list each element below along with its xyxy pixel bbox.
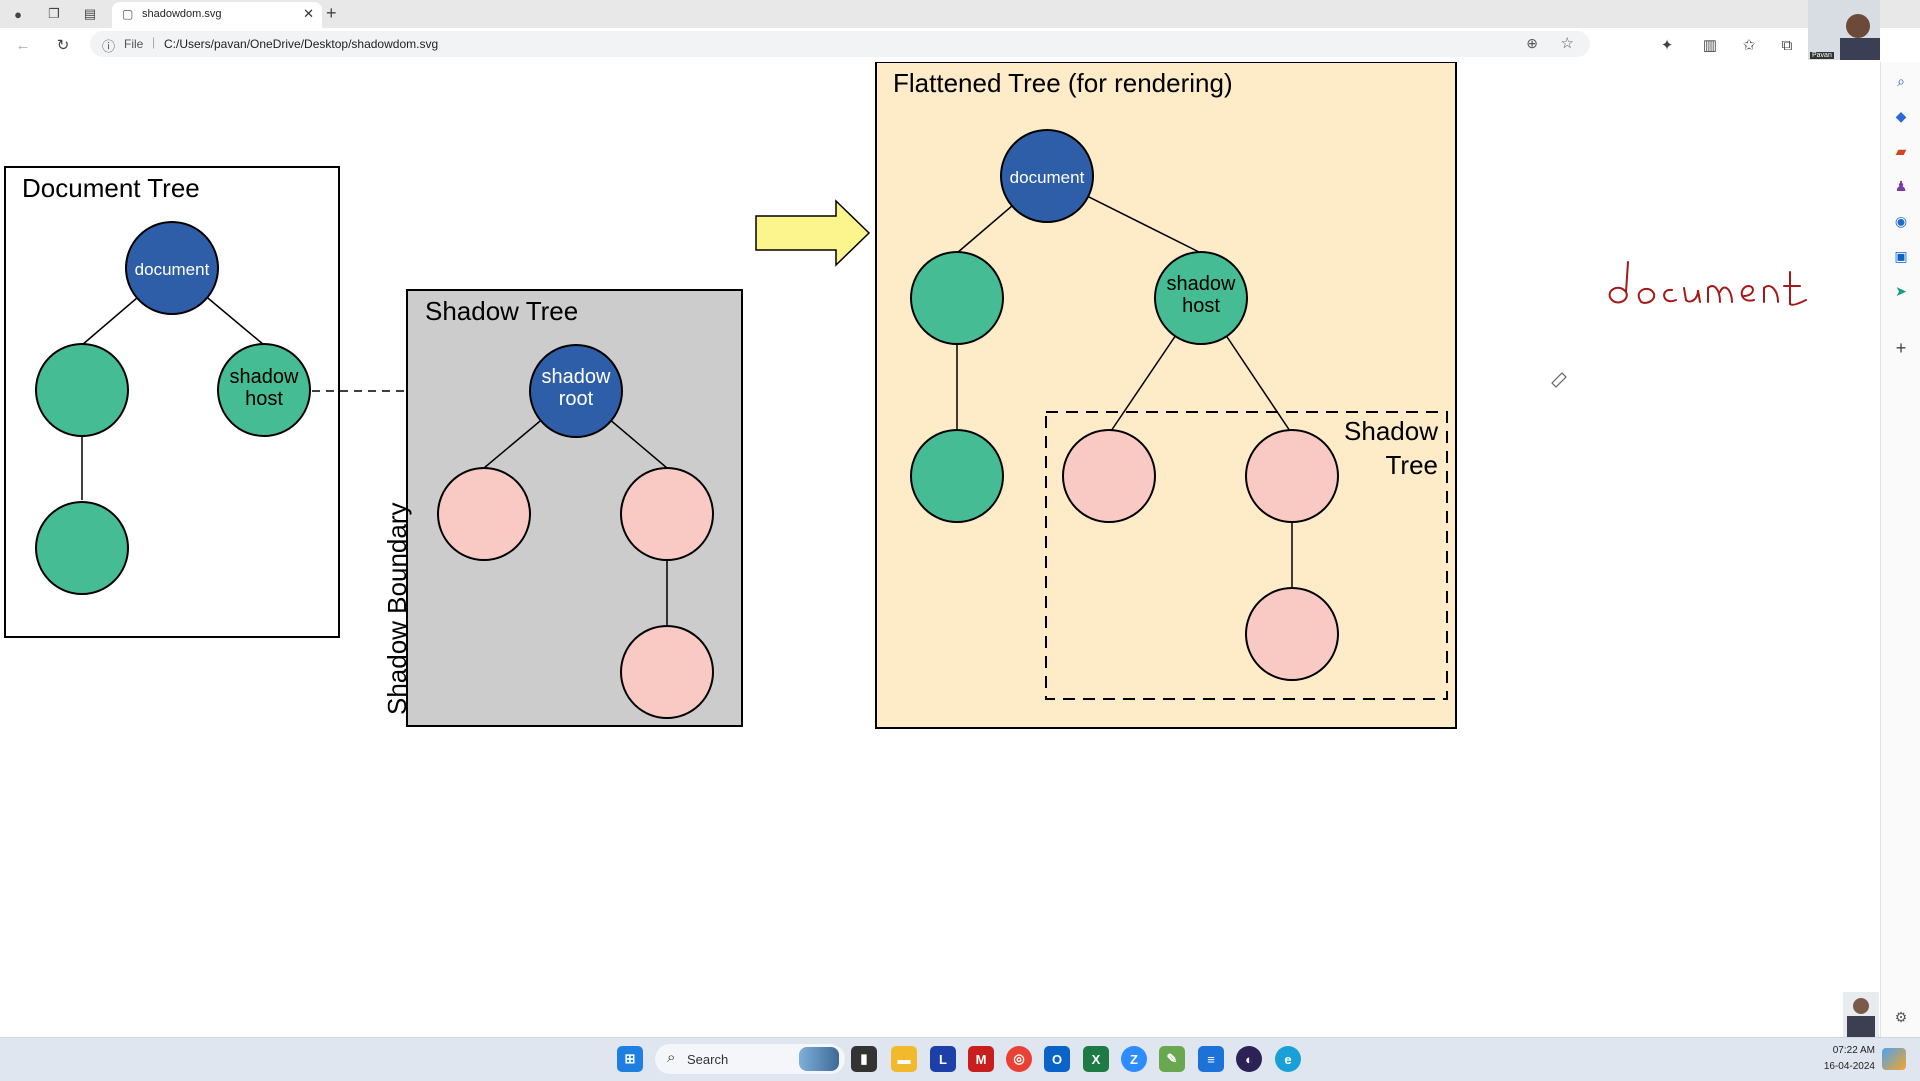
chrome-icon[interactable]: ◎ (1006, 1046, 1032, 1072)
info-icon[interactable]: ⓘ (102, 39, 116, 54)
zoom-app-icon[interactable]: Z (1121, 1046, 1147, 1072)
flattened-element-node (910, 251, 1004, 345)
flattened-shadow-host-node (1154, 251, 1248, 345)
excel-icon[interactable]: X (1083, 1046, 1109, 1072)
flattened-document-node (1000, 129, 1094, 223)
search-icon[interactable]: ⌕ (1897, 72, 1905, 89)
tools-icon[interactable]: ▰ (1895, 142, 1907, 159)
notification-icon[interactable] (1882, 1048, 1906, 1070)
address-url[interactable]: C:/Users/pavan/OneDrive/Desktop/shadowdo… (164, 37, 439, 51)
new-tab-button[interactable]: + (326, 3, 337, 23)
mcafee-icon[interactable]: M (968, 1046, 994, 1072)
webcam-label: Pavan (1810, 52, 1834, 59)
flattened-shadow-grandchild-node (1245, 587, 1339, 681)
favorite-star-icon[interactable]: ☆ (1560, 35, 1574, 52)
shadow-grandchild-node (620, 625, 714, 719)
tab-strip: ● ❐ ▤ ▢ shadowdom.svg ✕ + (0, 0, 1920, 28)
browser-toolbar: ← ↻ ⓘ File | C:/Users/pavan/OneDrive/Des… (0, 28, 1920, 63)
address-separator: | (152, 35, 156, 49)
back-button[interactable]: ← (15, 36, 31, 54)
element-node (35, 343, 129, 437)
start-button[interactable]: ⊞ (617, 1046, 643, 1072)
taskbar-clock[interactable]: 07:22 AM 16-04-2024 (1795, 1043, 1875, 1075)
document-node (125, 221, 219, 315)
vertical-tabs-icon[interactable]: ▤ (83, 6, 97, 21)
windows-taskbar: ⊞ ⌕ Search ▮ ▬ L M ◎ O X Z ✎ ≡ ◐ e 07:22… (0, 1037, 1920, 1081)
flatten-arrow (755, 199, 871, 267)
send-icon[interactable]: ➤ (1895, 282, 1907, 299)
flattened-document-label: document (1010, 168, 1085, 187)
handwritten-note-text: document (1700, 318, 1705, 321)
outlook-taskbar-icon[interactable]: O (1044, 1046, 1070, 1072)
eclipse-icon[interactable]: ◐ (1236, 1046, 1262, 1072)
shadow-root-node (529, 344, 623, 438)
close-tab-icon[interactable]: ✕ (303, 6, 314, 21)
shadow-boundary-label: Shadow Boundary (382, 503, 412, 715)
notepad-icon[interactable]: ≡ (1198, 1046, 1224, 1072)
flattened-child-element-node (910, 429, 1004, 523)
zoom-icon[interactable]: ⊕ (1526, 35, 1538, 51)
handwritten-document-word (1608, 261, 1807, 306)
flattened-shadow-tree-boundary (1045, 411, 1448, 700)
search-icon: ⌕ (667, 1049, 676, 1066)
presenter-thumbnail (1843, 992, 1879, 1038)
shadow-host-node (217, 343, 311, 437)
flattened-shadow-child-node (1062, 429, 1156, 523)
taskbar-search-label: Search (687, 1052, 729, 1067)
paint-icon[interactable]: ✎ (1159, 1046, 1185, 1072)
games-icon[interactable]: ♟ (1894, 177, 1908, 194)
add-app-icon[interactable]: + (1895, 337, 1907, 358)
flattened-tree-title: Flattened Tree (for rendering) (893, 68, 1233, 98)
file-explorer-icon[interactable]: ▬ (891, 1046, 917, 1072)
document-node-label: document (135, 260, 210, 279)
shadow-child-node (437, 467, 531, 561)
child-element-node (35, 501, 129, 595)
copilot-icon[interactable]: ◉ (1894, 212, 1908, 229)
presenter-video (1808, 0, 1880, 60)
shopping-tag-icon[interactable]: ◆ (1895, 107, 1907, 124)
flattened-shadow-child-node (1245, 429, 1339, 523)
favorites-icon[interactable]: ✩ (1742, 37, 1756, 54)
task-view-icon[interactable]: ▮ (851, 1046, 877, 1072)
outlook-icon[interactable]: ▣ (1894, 247, 1908, 264)
taskbar-search[interactable]: ⌕ Search (655, 1044, 845, 1074)
refresh-button[interactable]: ↻ (56, 37, 70, 54)
profile-icon[interactable]: ● (14, 6, 22, 22)
file-icon: ▢ (122, 7, 134, 21)
clock-date: 16-04-2024 (1823, 1061, 1875, 1072)
handwritten-annotation: document (1608, 261, 1807, 321)
split-screen-icon[interactable]: ▥ (1702, 37, 1718, 54)
settings-gear-icon[interactable]: ⚙ (1894, 1008, 1908, 1025)
shadow-tree-title: Shadow Tree (425, 296, 578, 326)
document-tree-title: Document Tree (22, 173, 200, 203)
address-bar[interactable]: ⓘ File | C:/Users/pavan/OneDrive/Desktop… (90, 31, 1590, 57)
extensions-icon[interactable]: ✦ (1660, 37, 1674, 54)
pen-cursor-icon (1551, 372, 1567, 388)
workspaces-icon[interactable]: ❐ (48, 6, 60, 21)
app-l-icon[interactable]: L (930, 1046, 956, 1072)
tab-title: shadowdom.svg (142, 8, 222, 20)
collections-icon[interactable]: ⧉ (1781, 36, 1793, 54)
browser-sidebar: ⌕ ◆ ▰ ♟ ◉ ▣ ➤ + ⚙ (1880, 62, 1920, 1037)
search-highlight-image (799, 1047, 839, 1071)
address-scheme: File (124, 37, 144, 51)
active-tab[interactable]: ▢ shadowdom.svg ✕ (112, 2, 322, 28)
clock-time: 07:22 AM (1832, 1045, 1875, 1056)
shadow-child-node (620, 467, 714, 561)
webcam-overlay: Pavan (1808, 0, 1880, 60)
edge-icon[interactable]: e (1275, 1046, 1301, 1072)
